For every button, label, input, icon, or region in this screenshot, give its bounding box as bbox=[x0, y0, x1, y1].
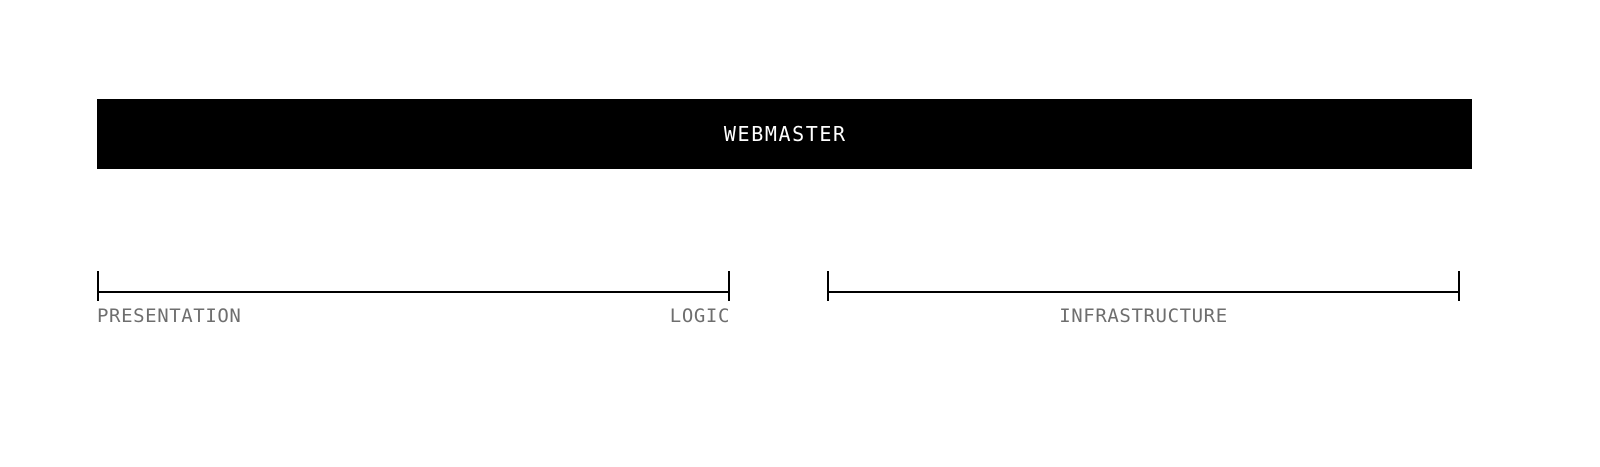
span-label-row: PRESENTATION LOGIC bbox=[97, 305, 730, 327]
bracket-tick-right-icon bbox=[1458, 271, 1460, 301]
span-label-presentation: PRESENTATION bbox=[97, 305, 242, 327]
span-infrastructure: INFRASTRUCTURE bbox=[827, 271, 1460, 333]
span-bracket bbox=[827, 271, 1460, 301]
span-label-logic: LOGIC bbox=[669, 305, 730, 327]
bracket-tick-left-icon bbox=[97, 271, 99, 301]
span-label-infrastructure: INFRASTRUCTURE bbox=[1059, 305, 1228, 327]
bracket-tick-left-icon bbox=[827, 271, 829, 301]
bracket-rule bbox=[827, 291, 1460, 293]
page-title: WEBMASTER bbox=[723, 122, 847, 146]
span-presentation-logic: PRESENTATION LOGIC bbox=[97, 271, 730, 333]
span-label-row: INFRASTRUCTURE bbox=[827, 305, 1460, 327]
header-banner: WEBMASTER bbox=[97, 99, 1472, 169]
bracket-tick-right-icon bbox=[728, 271, 730, 301]
bracket-rule bbox=[97, 291, 730, 293]
span-bracket bbox=[97, 271, 730, 301]
